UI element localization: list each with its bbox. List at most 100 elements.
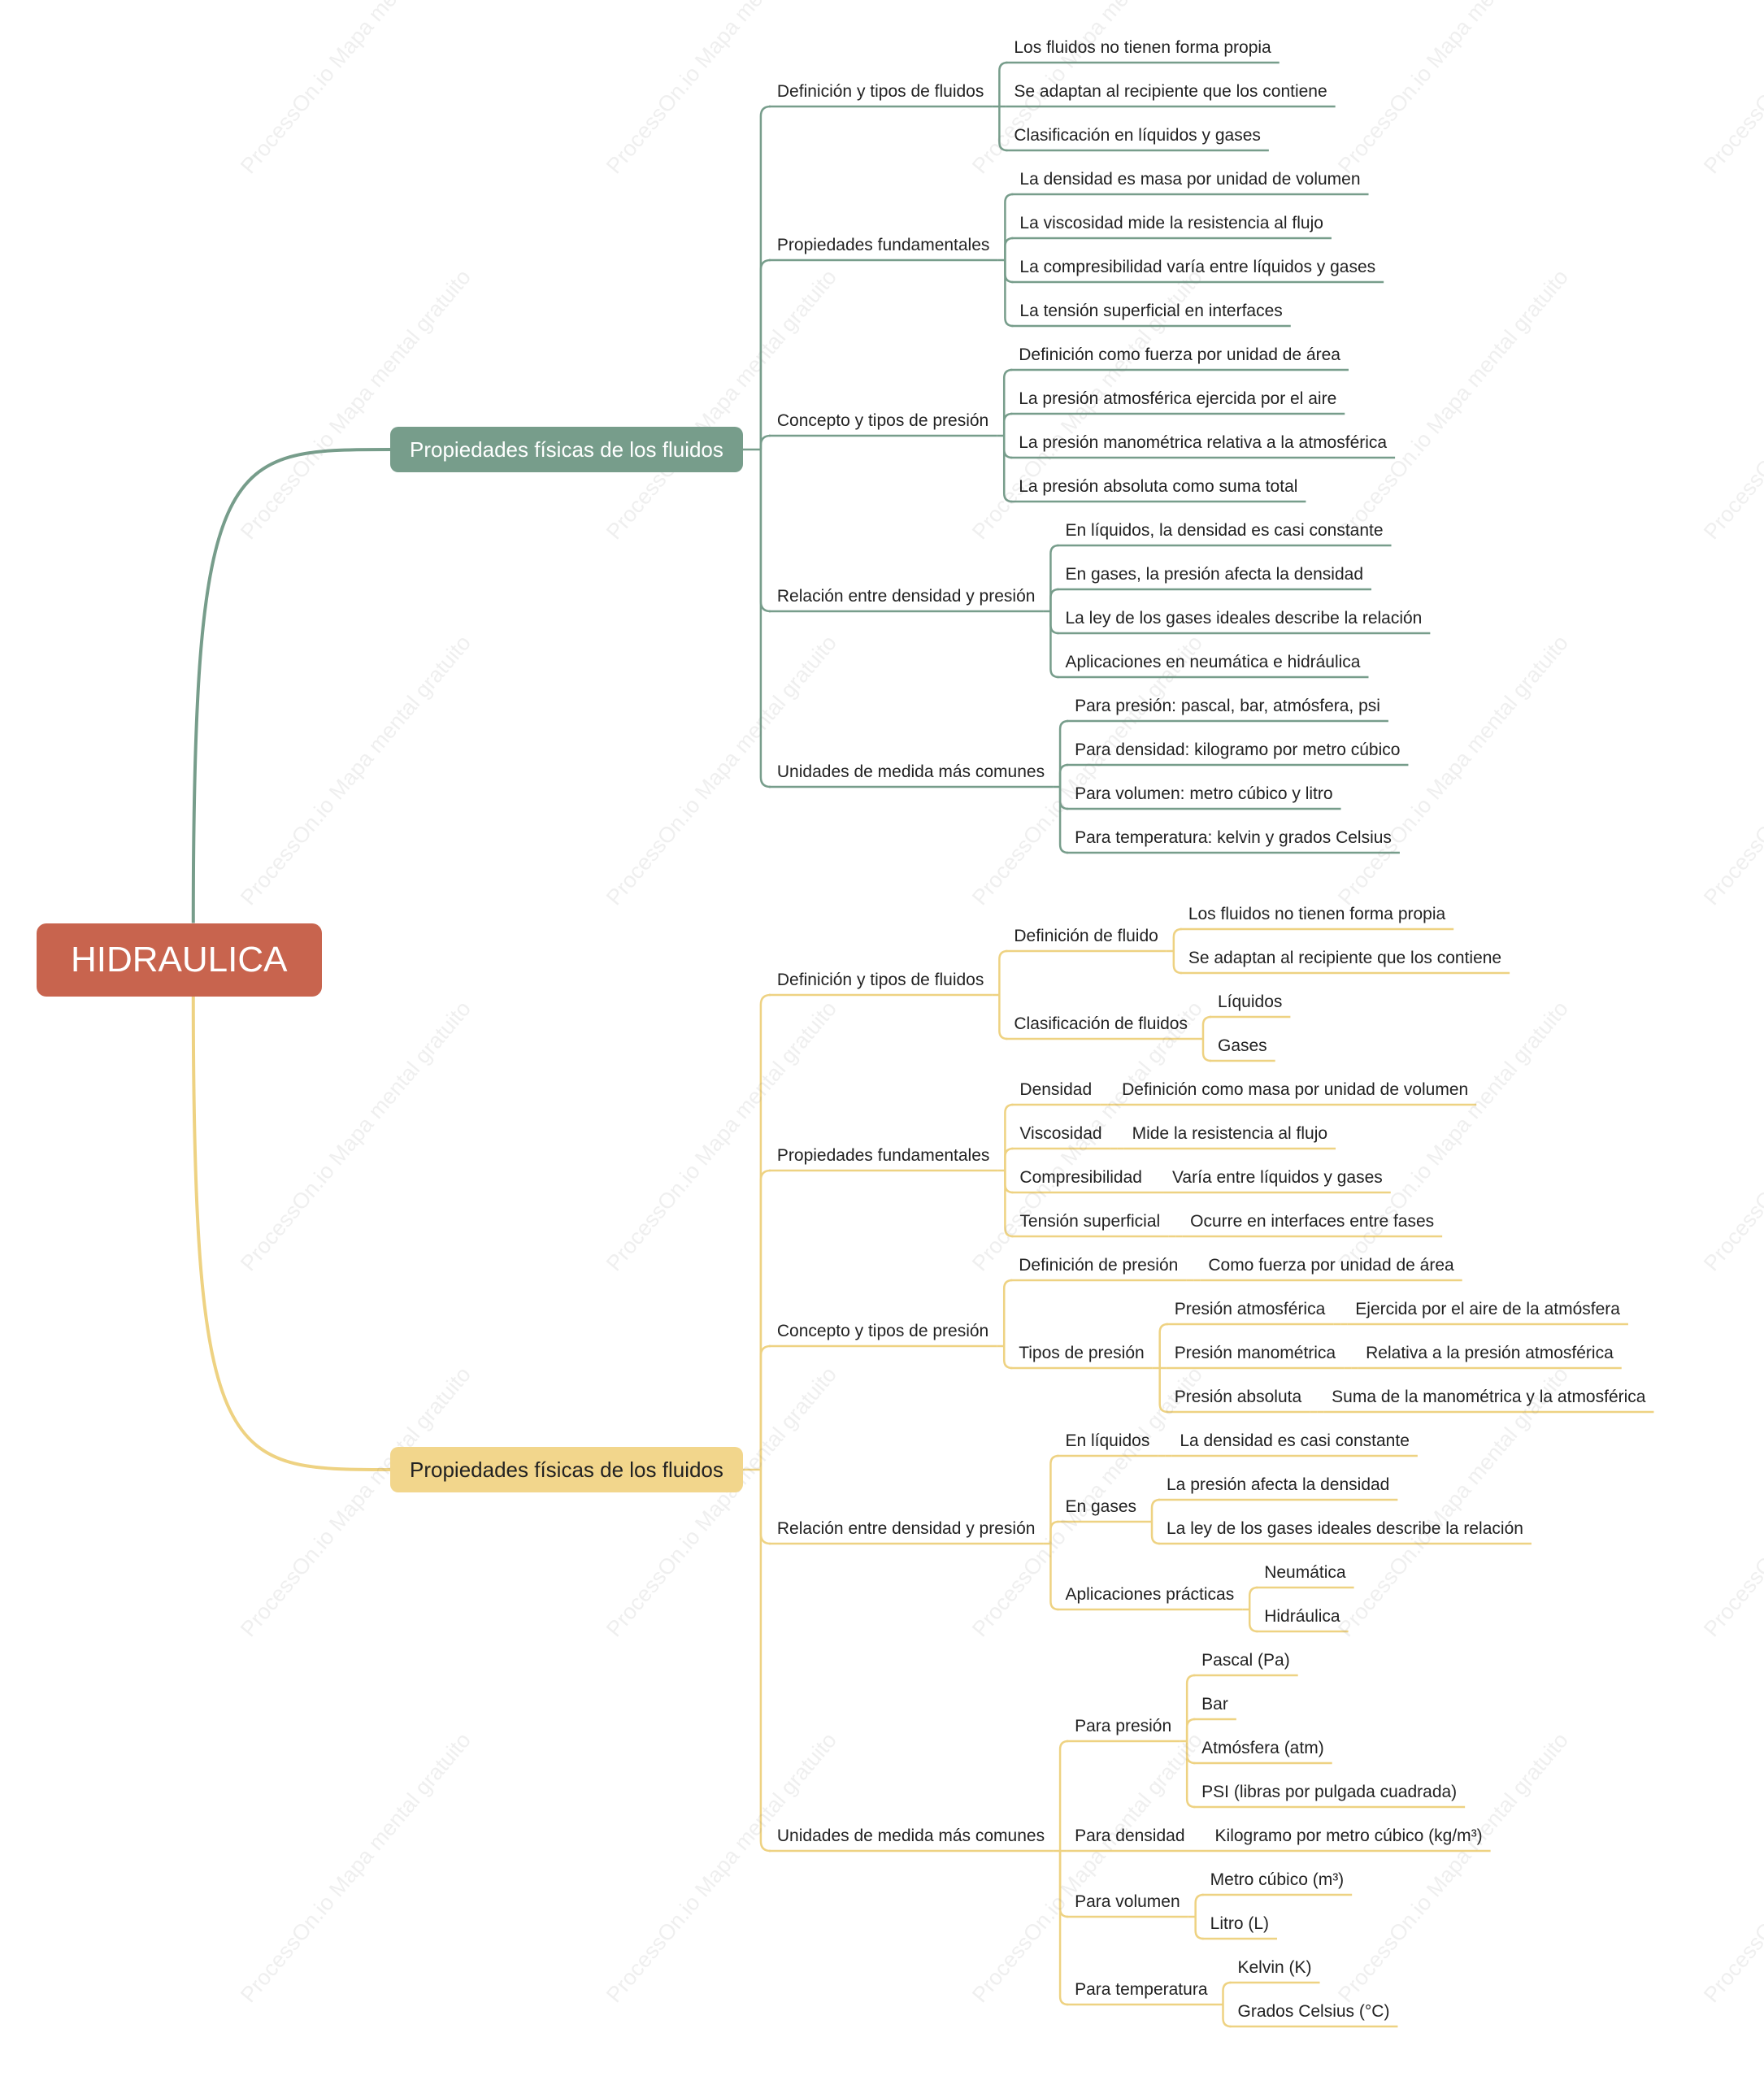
topic-como-fuerza-por-unidad-de-area[interactable]: Como fuerza por unidad de área [1208, 1256, 1454, 1275]
topic-tension-superficial[interactable]: Tensión superficial [1019, 1212, 1161, 1231]
connector-line [759, 258, 771, 450]
topic-definicion-y-tipos-de-fluidos[interactable]: Definición y tipos de fluidos [776, 82, 984, 101]
topic-relacion-entre-densidad-y-presion[interactable]: Relación entre densidad y presión [776, 1519, 1036, 1538]
topic-en-liquidos-la-densidad-es-casi-constant[interactable]: En líquidos, la densidad es casi constan… [1065, 521, 1384, 540]
topic-la-densidad-es-casi-constante[interactable]: La densidad es casi constante [1180, 1431, 1410, 1450]
topic-la-viscosidad-mide-la-resistencia-al-flu[interactable]: La viscosidad mide la resistencia al flu… [1019, 214, 1323, 232]
connector-line [1002, 1279, 1013, 1346]
topic-grados-celsius-c[interactable]: Grados Celsius (°C) [1237, 2002, 1390, 2021]
topic-para-presion[interactable]: Para presión [1075, 1717, 1172, 1735]
connector-line [998, 61, 1008, 106]
topic-definicion-y-tipos-de-fluidos[interactable]: Definición y tipos de fluidos [776, 971, 984, 989]
topic-tipos-de-presion[interactable]: Tipos de presión [1019, 1344, 1145, 1362]
topic-pascal-pa[interactable]: Pascal (Pa) [1201, 1651, 1290, 1670]
connector-line [1172, 951, 1182, 975]
topic-se-adaptan-al-recipiente-que-los-contien[interactable]: Se adaptan al recipiente que los contien… [1014, 82, 1327, 101]
topic-presion-manometrica[interactable]: Presión manométrica [1174, 1344, 1336, 1362]
topic-la-compresibilidad-varia-entre-liquidos-[interactable]: La compresibilidad varía entre líquidos … [1019, 258, 1376, 276]
topic-relativa-a-la-presion-atmosferica[interactable]: Relativa a la presión atmosférica [1366, 1344, 1614, 1362]
topic-la-tension-superficial-en-interfaces[interactable]: La tensión superficial en interfaces [1019, 302, 1283, 320]
topic-mide-la-resistencia-al-flujo[interactable]: Mide la resistencia al flujo [1132, 1124, 1328, 1143]
topic-varia-entre-liquidos-y-gases[interactable]: Varía entre líquidos y gases [1171, 1168, 1383, 1187]
connector-line [1194, 1917, 1204, 1940]
topic-los-fluidos-no-tienen-forma-propia[interactable]: Los fluidos no tienen forma propia [1014, 38, 1271, 57]
topic-kelvin-k[interactable]: Kelvin (K) [1237, 1958, 1312, 1977]
topic-atmosfera-atm[interactable]: Atmósfera (atm) [1201, 1739, 1324, 1757]
connector-line [1049, 1454, 1059, 1544]
topic-concepto-y-tipos-de-presion[interactable]: Concepto y tipos de presión [776, 411, 989, 430]
topic-los-fluidos-no-tienen-forma-propia[interactable]: Los fluidos no tienen forma propia [1188, 905, 1446, 923]
topic-ocurre-en-interfaces-entre-fases[interactable]: Ocurre en interfaces entre fases [1190, 1212, 1435, 1231]
topic-propiedades-fundamentales[interactable]: Propiedades fundamentales [776, 236, 990, 254]
root-connector [191, 996, 391, 1471]
topic-para-presion-pascal-bar-atmosfera-psi[interactable]: Para presión: pascal, bar, atmósfera, ps… [1075, 697, 1380, 715]
connector-line [1002, 436, 1013, 503]
topic-gases[interactable]: Gases [1217, 1036, 1267, 1055]
root-node[interactable]: HIDRAULICA [37, 923, 322, 997]
topic-la-presion-manometrica-relativa-a-la-atm[interactable]: La presión manométrica relativa a la atm… [1019, 433, 1388, 452]
topic-en-liquidos[interactable]: En líquidos [1065, 1431, 1150, 1450]
topic-neumatica[interactable]: Neumática [1264, 1563, 1346, 1582]
topic-ejercida-por-el-aire-de-la-atmosfera[interactable]: Ejercida por el aire de la atmósfera [1355, 1300, 1620, 1318]
topic-clasificacion-en-liquidos-y-gases[interactable]: Clasificación en líquidos y gases [1014, 126, 1261, 145]
connector-line [1248, 1586, 1258, 1609]
topic-hidraulica[interactable]: Hidráulica [1264, 1607, 1340, 1626]
topic-propiedades-fundamentales[interactable]: Propiedades fundamentales [776, 1146, 990, 1165]
topic-la-densidad-es-masa-por-unidad-de-volume[interactable]: La densidad es masa por unidad de volume… [1019, 170, 1361, 189]
topic-compresibilidad[interactable]: Compresibilidad [1019, 1168, 1142, 1187]
connector-line [1004, 193, 1014, 260]
connector-line [1004, 1103, 1014, 1171]
topic-definicion-de-fluido[interactable]: Definición de fluido [1014, 927, 1158, 945]
connector-line [1058, 763, 1069, 787]
connector-line [1185, 1718, 1196, 1741]
topic-se-adaptan-al-recipiente-que-los-contien[interactable]: Se adaptan al recipiente que los contien… [1188, 949, 1502, 967]
topic-psi-libras-por-pulgada-cuadrada[interactable]: PSI (libras por pulgada cuadrada) [1201, 1783, 1458, 1801]
topic-para-temperatura-kelvin-y-grados-celsius[interactable]: Para temperatura: kelvin y grados Celsiu… [1075, 828, 1392, 847]
topic-en-gases-la-presion-afecta-la-densidad[interactable]: En gases, la presión afecta la densidad [1065, 565, 1364, 584]
connector-line [1004, 1171, 1014, 1238]
connector-line [759, 1470, 771, 1853]
topic-clasificacion-de-fluidos[interactable]: Clasificación de fluidos [1014, 1014, 1188, 1033]
connector-line [1049, 1520, 1059, 1544]
topic-para-temperatura[interactable]: Para temperatura [1075, 1980, 1208, 1999]
main-topic-green[interactable]: Propiedades físicas de los fluidos [390, 427, 743, 472]
connector-line [1049, 544, 1059, 611]
topic-unidades-de-medida-mas-comunes[interactable]: Unidades de medida más comunes [776, 762, 1045, 781]
topic-para-densidad[interactable]: Para densidad [1075, 1827, 1185, 1845]
topic-para-volumen[interactable]: Para volumen [1075, 1892, 1180, 1911]
topic-definicion-de-presion[interactable]: Definición de presión [1019, 1256, 1179, 1275]
topic-relacion-entre-densidad-y-presion[interactable]: Relación entre densidad y presión [776, 587, 1036, 606]
topic-litro-l[interactable]: Litro (L) [1210, 1914, 1270, 1933]
topic-unidades-de-medida-mas-comunes[interactable]: Unidades de medida más comunes [776, 1827, 1045, 1845]
topic-definicion-como-masa-por-unidad-de-volum[interactable]: Definición como masa por unidad de volum… [1122, 1080, 1469, 1099]
topic-presion-absoluta[interactable]: Presión absoluta [1174, 1388, 1302, 1406]
topic-la-ley-de-los-gases-ideales-describe-la-[interactable]: La ley de los gases ideales describe la … [1167, 1519, 1523, 1538]
topic-bar[interactable]: Bar [1201, 1695, 1228, 1714]
topic-presion-atmosferica[interactable]: Presión atmosférica [1174, 1300, 1326, 1318]
topic-en-gases[interactable]: En gases [1065, 1497, 1136, 1516]
topic-para-volumen-metro-cubico-y-litro[interactable]: Para volumen: metro cúbico y litro [1075, 784, 1333, 803]
topic-aplicaciones-en-neumatica-e-hidraulica[interactable]: Aplicaciones en neumática e hidráulica [1065, 653, 1361, 671]
topic-definicion-como-fuerza-por-unidad-de-are[interactable]: Definición como fuerza por unidad de áre… [1019, 345, 1340, 364]
connector-line [759, 450, 771, 788]
topic-la-presion-afecta-la-densidad[interactable]: La presión afecta la densidad [1167, 1475, 1390, 1494]
main-topic-yellow[interactable]: Propiedades físicas de los fluidos [390, 1447, 743, 1492]
connector-line [1049, 611, 1059, 679]
topic-liquidos[interactable]: Líquidos [1217, 993, 1283, 1011]
topic-la-ley-de-los-gases-ideales-describe-la-[interactable]: La ley de los gases ideales describe la … [1065, 609, 1423, 628]
topic-suma-de-la-manometrica-y-la-atmosferica[interactable]: Suma de la manométrica y la atmosférica [1332, 1388, 1646, 1406]
connector-line [759, 1344, 771, 1470]
topic-viscosidad[interactable]: Viscosidad [1019, 1124, 1102, 1143]
topic-la-presion-atmosferica-ejercida-por-el-a[interactable]: La presión atmosférica ejercida por el a… [1019, 389, 1337, 408]
topic-para-densidad-kilogramo-por-metro-cubico[interactable]: Para densidad: kilogramo por metro cúbic… [1075, 741, 1401, 759]
topic-concepto-y-tipos-de-presion[interactable]: Concepto y tipos de presión [776, 1322, 989, 1340]
topic-la-presion-absoluta-como-suma-total[interactable]: La presión absoluta como suma total [1019, 477, 1298, 496]
topic-aplicaciones-practicas[interactable]: Aplicaciones prácticas [1065, 1585, 1235, 1604]
connector-line [1150, 1498, 1161, 1522]
connector-line [1150, 1522, 1161, 1545]
topic-kilogramo-por-metro-cubico-kg-m[interactable]: Kilogramo por metro cúbico (kg/m³) [1214, 1827, 1483, 1845]
topic-densidad[interactable]: Densidad [1019, 1080, 1093, 1099]
topic-metro-cubico-m[interactable]: Metro cúbico (m³) [1210, 1870, 1345, 1889]
